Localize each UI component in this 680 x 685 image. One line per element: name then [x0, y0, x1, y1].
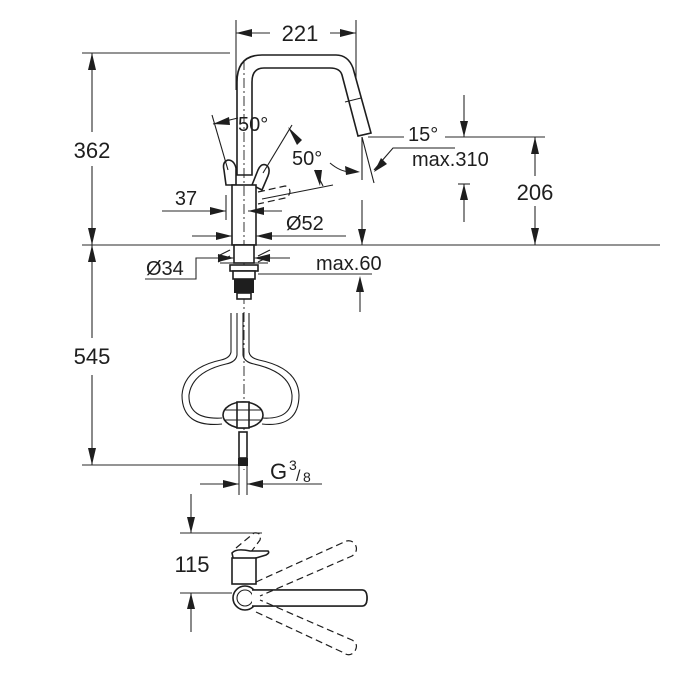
dim-545-label: 545	[74, 344, 111, 369]
dimension-diameter-52: Ø52	[192, 213, 346, 240]
dim-115-label: 115	[174, 552, 209, 577]
faucet-levers: 50° 50°	[211, 114, 334, 205]
dim-206-label: 206	[517, 180, 554, 205]
dim-37-label: 37	[175, 188, 197, 210]
dim-52-label: Ø52	[286, 213, 324, 235]
dim-34-label: Ø34	[146, 258, 184, 280]
lever-angle-2-label: 50°	[292, 148, 322, 170]
dimension-spray: 15° max.310 206	[329, 95, 554, 245]
thread-den-label: 8	[303, 469, 311, 485]
dimension-max-60: max.60	[258, 253, 382, 312]
faucet-shank	[217, 244, 271, 300]
dimension-37: 37	[162, 188, 282, 220]
dimension-diameter-34: Ø34	[145, 254, 290, 280]
dimension-545: 545	[74, 245, 238, 466]
thread-slash-label: /	[296, 468, 301, 485]
thread-g-label: G	[270, 459, 287, 484]
dimension-thread-g38: G 3 / 8	[200, 457, 322, 495]
spray-angle-label: 15°	[408, 124, 438, 146]
faucet-spout	[236, 54, 372, 176]
dim-max-60-label: max.60	[316, 253, 382, 275]
top-view: 115	[174, 494, 368, 656]
pull-out-hose	[181, 313, 300, 466]
thread-num-label: 3	[289, 457, 297, 473]
dimension-221: 221	[235, 20, 357, 125]
dimension-362: 362	[74, 52, 660, 246]
lever-angle-1-label: 50°	[238, 114, 268, 136]
spray-max-label: max.310	[412, 149, 489, 171]
dim-221-label: 221	[282, 21, 319, 46]
dim-362-label: 362	[74, 138, 111, 163]
